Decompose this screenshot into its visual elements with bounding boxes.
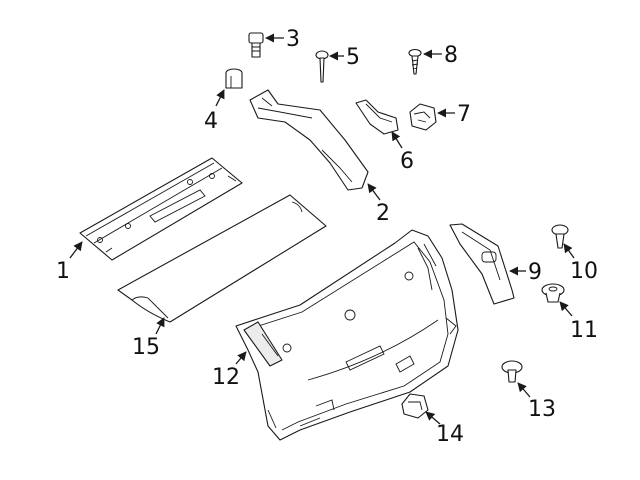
part-15-cargo-cover: [117, 194, 327, 323]
part-3-screw: [248, 32, 264, 58]
callout-12: 12: [212, 365, 240, 390]
leader-15: [155, 317, 165, 335]
part-13-push-clip: [501, 360, 523, 383]
callout-5: 5: [346, 45, 360, 70]
leader-13: [517, 382, 531, 398]
leader-12: [235, 351, 247, 365]
part-4-nut-insert: [225, 68, 243, 89]
part-11-grommet: [541, 283, 565, 303]
callout-9: 9: [528, 260, 542, 285]
leader-14: [425, 411, 441, 425]
callout-3: 3: [286, 27, 300, 52]
part-1-sill-trim: [79, 157, 243, 261]
part-6-bracket: [355, 99, 399, 135]
callout-2: 2: [376, 201, 390, 226]
callout-6: 6: [400, 149, 414, 174]
callout-14: 14: [436, 422, 464, 447]
callout-13: 13: [528, 397, 556, 422]
callout-15: 15: [132, 335, 160, 360]
part-7-clip: [409, 103, 437, 131]
callout-1: 1: [56, 259, 70, 284]
leader-11: [559, 301, 573, 317]
leader-10: [563, 243, 575, 259]
leader-6: [391, 131, 403, 149]
part-12-liftgate-panel: [235, 229, 459, 441]
part-2-pillar-trim: [249, 89, 369, 191]
leader-1: [69, 241, 83, 259]
callout-11: 11: [570, 318, 598, 343]
leader-2: [367, 183, 381, 201]
part-5-bolt: [315, 50, 329, 83]
part-8-screw: [408, 48, 422, 75]
part-14-latch-clip: [401, 393, 429, 419]
leader-4: [215, 89, 225, 107]
part-9-side-trim: [449, 223, 515, 305]
callout-8: 8: [444, 43, 458, 68]
part-10-push-clip: [551, 224, 569, 249]
callout-10: 10: [570, 259, 598, 284]
callout-4: 4: [204, 109, 218, 134]
callout-7: 7: [457, 102, 471, 127]
